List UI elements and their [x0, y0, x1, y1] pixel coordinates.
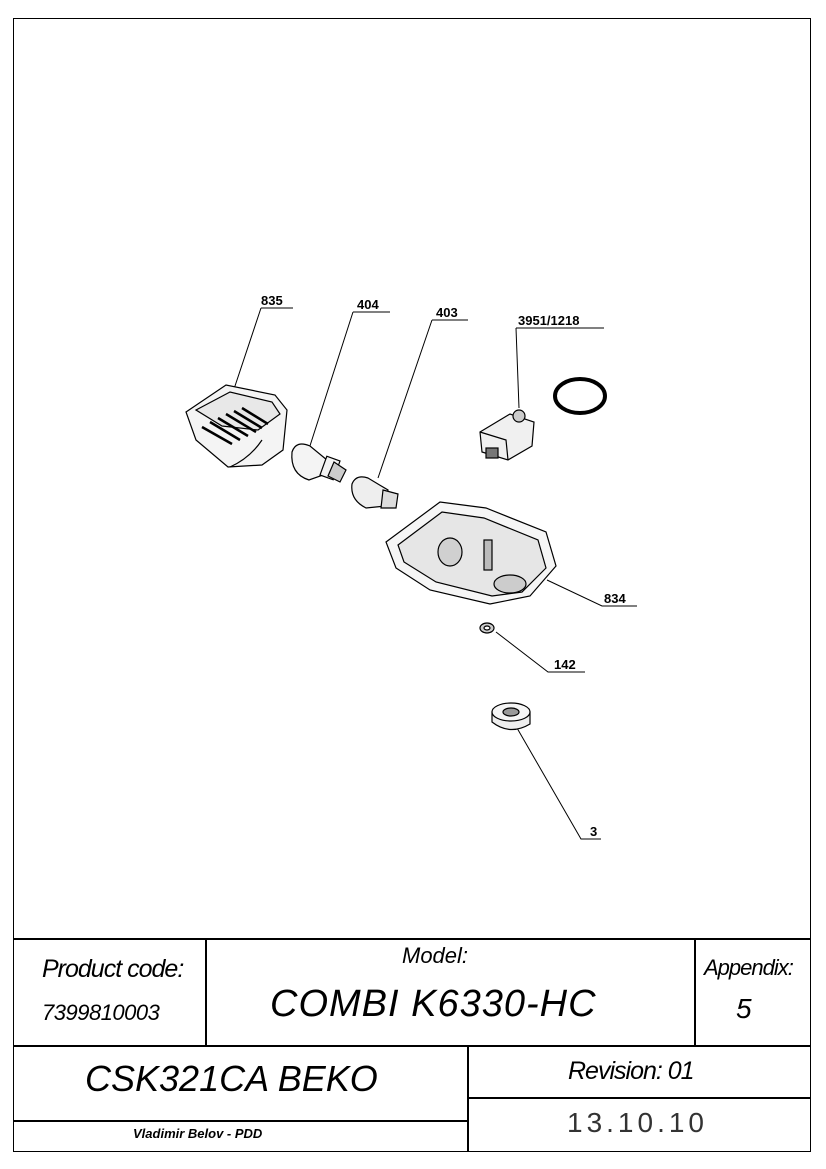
- product-code-label: Product code:: [42, 955, 184, 983]
- exploded-parts-drawing: 835 404 403 3951/1218 834 142 3: [185, 293, 637, 840]
- part-3-knob: [491, 702, 531, 731]
- part-835-lamp-cover: [185, 384, 288, 468]
- part-834-lamp-housing: [385, 501, 557, 605]
- callout-403: 403: [436, 305, 458, 320]
- product-name: CSK321CA BEKO: [85, 1058, 378, 1099]
- callout-3951-1218: 3951/1218: [518, 313, 579, 328]
- leader-404: [307, 311, 390, 453]
- callout-835: 835: [261, 293, 283, 308]
- part-404-bulb: [291, 443, 347, 483]
- model-label: Model:: [402, 943, 469, 968]
- leader-834: [546, 579, 637, 607]
- revision-label: Revision: 01: [568, 1057, 695, 1085]
- title-block-divider-1: [205, 938, 207, 1045]
- callout-142: 142: [554, 657, 576, 672]
- leader-403: [377, 319, 468, 479]
- appendix-value: 5: [736, 993, 752, 1024]
- leader-3: [516, 727, 601, 840]
- leader-142: [495, 631, 585, 673]
- title-block-author-rule: [13, 1120, 467, 1122]
- part-403-lamp-holder: [351, 476, 399, 509]
- author-name: Vladimir Belov - PDD: [133, 1126, 263, 1141]
- leader-835: [231, 307, 293, 396]
- callout-404: 404: [357, 297, 379, 312]
- title-block-divider-3: [467, 1045, 469, 1152]
- part-142-nut: [479, 622, 495, 634]
- callout-834: 834: [604, 591, 626, 606]
- part-3951-1218-door-switch: [479, 377, 607, 461]
- callout-3: 3: [590, 824, 597, 839]
- leader-3951-1218: [515, 327, 604, 409]
- drawing-sheet-border: [13, 18, 811, 1152]
- title-block-date-rule: [467, 1097, 811, 1099]
- appendix-label: Appendix:: [704, 955, 794, 980]
- title-block-divider-2: [694, 938, 696, 1045]
- title-block-middle-rule: [13, 1045, 811, 1047]
- product-code-value: 7399810003: [42, 1000, 160, 1025]
- title-block-top-rule: [13, 938, 811, 940]
- revision-date: 13.10.10: [567, 1107, 708, 1138]
- model-value: COMBI K6330-HC: [270, 983, 597, 1025]
